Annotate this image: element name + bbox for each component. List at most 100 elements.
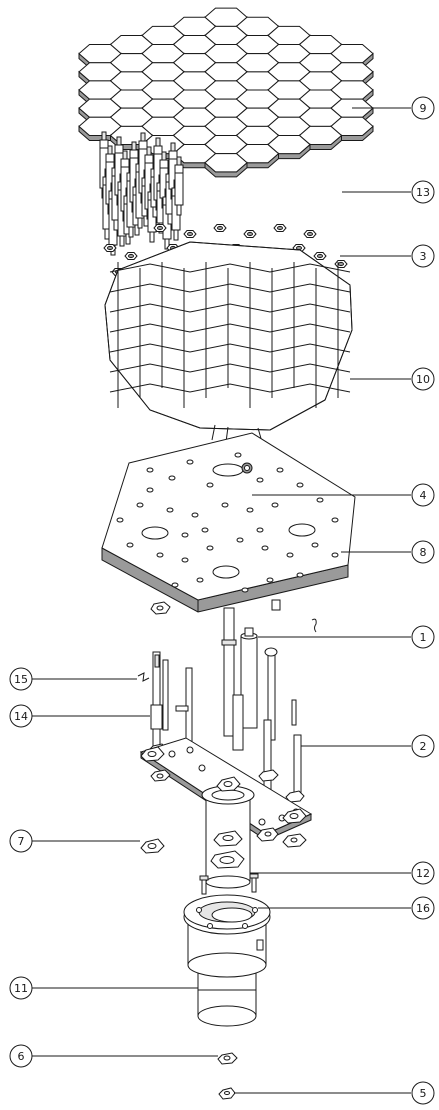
callout-3-label: 3 (420, 250, 427, 263)
standoff-thread (155, 137, 161, 147)
plate-hole (271, 502, 279, 508)
plate-hole (146, 487, 154, 493)
callout-13-label: 13 (416, 186, 430, 199)
standoff-pillars (99, 131, 184, 256)
plate-hole (126, 542, 134, 548)
plate-hole (146, 467, 154, 473)
standoff-pin (125, 233, 131, 245)
plate-hole (196, 577, 204, 583)
plate-hole (331, 552, 339, 558)
standoff-pin (167, 213, 173, 225)
grid-wall-zigzag (109, 283, 351, 293)
plate-hole (316, 497, 324, 503)
hex-tile-array (78, 7, 374, 178)
callout-10: 10 (411, 367, 435, 391)
callout-12-label: 12 (416, 867, 430, 880)
hex-nut-bore (187, 231, 193, 237)
lower-assembly (137, 599, 317, 1100)
standoff-thread (122, 150, 128, 160)
plate-hole (186, 459, 194, 465)
plate-hole (256, 527, 264, 533)
standoff-thread (107, 145, 113, 155)
standoff-thread (101, 131, 107, 141)
callout-9-label: 9 (420, 102, 427, 115)
plate-hole (296, 482, 304, 488)
standoff-pin (134, 224, 140, 236)
callout-2-label: 2 (420, 740, 427, 753)
callout-6: 6 (9, 1044, 33, 1068)
standoff-pin (173, 229, 179, 241)
plate-hole (206, 545, 214, 551)
callout-15-label: 15 (14, 673, 28, 686)
callout-7-label: 7 (18, 835, 25, 848)
grid-wall-zigzag (109, 363, 351, 373)
hex-nut-bore (296, 245, 302, 251)
plate-hole (276, 467, 284, 473)
plate-hole (221, 502, 229, 508)
honeycomb-grid (104, 241, 353, 443)
callout-16-label: 16 (416, 902, 430, 915)
plate-hole (331, 517, 339, 523)
callout-14: 14 (9, 704, 33, 728)
callout-5-label: 5 (420, 1087, 427, 1100)
callout-2: 2 (411, 734, 435, 758)
callout-11-label: 11 (14, 982, 28, 995)
callout-4-label: 4 (420, 489, 427, 502)
plate-hole (136, 502, 144, 508)
callout-9: 9 (411, 96, 435, 120)
standoff-pin (104, 228, 110, 240)
hex-tile (204, 153, 248, 173)
plate-hole (181, 532, 189, 538)
standoff-thread (146, 146, 152, 156)
grid-wall-zigzag (109, 343, 351, 353)
standoff-pin (113, 219, 119, 231)
standoff-pin (119, 235, 125, 247)
plate-hole (256, 477, 264, 483)
plate-hole (201, 527, 209, 533)
plate-hole (166, 507, 174, 513)
callout-11: 11 (9, 976, 33, 1000)
plate-hole (241, 587, 249, 593)
plate-hole (116, 517, 124, 523)
grid-wall-zigzag (109, 383, 351, 393)
standoff-pin (137, 217, 143, 229)
hex-nut-bore (307, 231, 313, 237)
callout-15: 15 (9, 667, 33, 691)
standoff-thread (116, 136, 122, 146)
standoff (174, 164, 184, 206)
plate-hole (246, 507, 254, 513)
callout-8-label: 8 (420, 546, 427, 559)
callout-3: 3 (411, 244, 435, 268)
plate-hole (266, 577, 274, 583)
standoff-pin (176, 204, 182, 216)
plate-hole (206, 482, 214, 488)
standoff-thread (131, 141, 137, 151)
standoff-pin (149, 231, 155, 243)
hex-nut-bore (317, 253, 323, 259)
plate-hole (191, 512, 199, 518)
grid-wall-zigzag (109, 263, 351, 273)
hex-nut-bore (217, 225, 223, 231)
callout-16: 16 (411, 896, 435, 920)
callout-10-label: 10 (416, 373, 430, 386)
plate-hole (261, 545, 269, 551)
hex-nut-bore (338, 261, 344, 267)
standoff-pin (128, 226, 134, 238)
hex-nut-bore (107, 245, 113, 251)
callout-8: 8 (411, 540, 435, 564)
callout-1-label: 1 (420, 631, 427, 644)
hex-base-plate (101, 432, 356, 613)
callout-4: 4 (411, 483, 435, 507)
hex-nut-bore (128, 253, 134, 259)
hex-nut-bore (157, 225, 163, 231)
hex-nut-bore (277, 225, 283, 231)
standoff-thread (176, 156, 182, 166)
standoff-thread (140, 132, 146, 142)
plate-hole (311, 542, 319, 548)
callout-7: 7 (9, 829, 33, 853)
plate-hole (168, 475, 176, 481)
callout-1: 1 (411, 625, 435, 649)
standoff-thread (161, 151, 167, 161)
standoff-pin (164, 238, 170, 250)
